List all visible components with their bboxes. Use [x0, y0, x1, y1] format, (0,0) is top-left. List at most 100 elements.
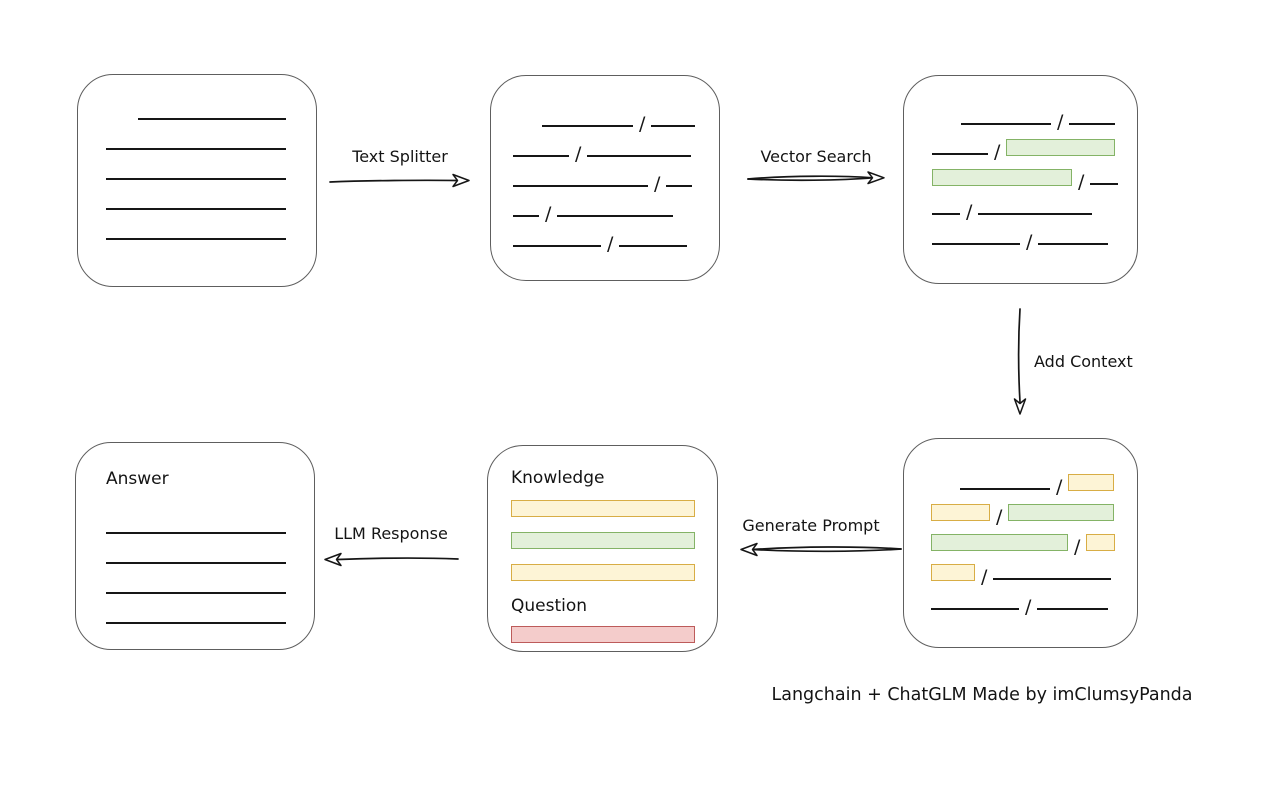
- text-line: [513, 155, 569, 157]
- yellow-bar: [511, 564, 695, 581]
- credit-caption: Langchain + ChatGLM Made by imClumsyPand…: [771, 685, 1193, 705]
- text-splitter-label: Text Splitter: [352, 147, 448, 166]
- text-line: [587, 155, 692, 157]
- text-line: [106, 532, 286, 534]
- text-line: [1090, 183, 1119, 185]
- text-line: [106, 592, 286, 594]
- text-row: [106, 211, 316, 241]
- slash-separator: /: [981, 566, 988, 588]
- text-line: [651, 125, 696, 127]
- text-row: /: [932, 186, 1137, 223]
- text-line: [1037, 608, 1109, 610]
- add-context-label: Add Context: [1034, 352, 1133, 371]
- text-row: [106, 151, 316, 181]
- document-box: [77, 74, 317, 287]
- text-line: [931, 608, 1019, 610]
- generate-prompt-label: Generate Prompt: [742, 516, 880, 535]
- text-row: [106, 565, 314, 595]
- yellow-bar: [511, 500, 695, 517]
- llm-response-label: LLM Response: [334, 524, 448, 543]
- text-line: [106, 208, 286, 210]
- text-row: [106, 121, 316, 151]
- text-line: [1038, 243, 1109, 245]
- text-line: [542, 125, 633, 127]
- context-chunks-box: /////: [903, 438, 1138, 648]
- text-row: /: [513, 188, 719, 225]
- retrieved-chunk-lines: /////: [904, 76, 1137, 252]
- text-line: [513, 245, 601, 247]
- slash-separator: /: [994, 141, 1001, 163]
- answer-box: Answer: [75, 442, 315, 650]
- text-line: [1069, 123, 1116, 125]
- answer-label: Answer: [106, 469, 169, 489]
- knowledge-bars: [511, 500, 717, 581]
- question-bars: [511, 626, 717, 643]
- text-line: [513, 215, 539, 217]
- generate-prompt-arrow: [740, 542, 902, 557]
- text-line: [106, 562, 286, 564]
- slash-separator: /: [1057, 111, 1064, 133]
- text-line: [961, 123, 1051, 125]
- text-row: /: [542, 98, 719, 135]
- text-line: [960, 488, 1050, 490]
- slash-separator: /: [575, 143, 582, 165]
- slash-separator: /: [607, 233, 614, 255]
- retrieved-chunks-box: /////: [903, 75, 1138, 284]
- yellow-chunk: [931, 504, 990, 521]
- add-context-arrow: [1013, 308, 1027, 415]
- yellow-chunk: [1068, 474, 1115, 491]
- text-splitter-arrow: [329, 173, 470, 188]
- green-chunk: [1008, 504, 1115, 521]
- document-lines: [78, 75, 316, 241]
- text-line: [106, 238, 286, 240]
- text-line: [106, 148, 286, 150]
- slash-separator: /: [996, 506, 1003, 528]
- split-chunk-lines: / / / / /: [491, 76, 719, 255]
- slash-separator: /: [654, 173, 661, 195]
- llm-response-arrow: [324, 552, 459, 567]
- vector-search-label: Vector Search: [760, 147, 872, 166]
- text-row: [106, 505, 314, 535]
- green-bar: [511, 532, 695, 549]
- slash-separator: /: [1074, 536, 1081, 558]
- text-line: [932, 213, 960, 215]
- text-line: [978, 213, 1093, 215]
- text-line: [106, 178, 286, 180]
- split-chunks-box: / / / / /: [490, 75, 720, 281]
- vector-search-arrow: [747, 171, 885, 185]
- text-line: [666, 185, 693, 187]
- green-chunk: [932, 169, 1072, 186]
- slash-separator: /: [545, 203, 552, 225]
- text-line: [106, 622, 286, 624]
- text-row: [106, 595, 314, 625]
- text-line: [513, 185, 648, 187]
- knowledge-label: Knowledge: [511, 468, 605, 488]
- text-line: [993, 578, 1112, 580]
- green-chunk: [1006, 139, 1116, 156]
- answer-lines: [106, 505, 314, 625]
- text-row: /: [931, 551, 1137, 588]
- text-row: /: [513, 158, 719, 195]
- text-row: /: [513, 128, 719, 165]
- text-line: [619, 245, 688, 247]
- slash-separator: /: [966, 201, 973, 223]
- text-row: /: [513, 218, 719, 255]
- text-row: [106, 181, 316, 211]
- text-line: [932, 153, 988, 155]
- yellow-chunk: [931, 564, 975, 581]
- slash-separator: /: [1078, 171, 1085, 193]
- text-line: [138, 118, 286, 120]
- prompt-box: Knowledge Question: [487, 445, 718, 652]
- text-row: /: [931, 521, 1137, 558]
- question-label: Question: [511, 596, 588, 616]
- context-chunk-lines: /////: [904, 439, 1137, 617]
- text-row: /: [932, 126, 1137, 163]
- text-row: /: [932, 216, 1137, 252]
- green-chunk: [931, 534, 1068, 551]
- text-row: /: [931, 581, 1137, 617]
- slash-separator: /: [639, 113, 646, 135]
- text-row: [106, 535, 314, 565]
- text-line: [557, 215, 674, 217]
- yellow-chunk: [1086, 534, 1116, 551]
